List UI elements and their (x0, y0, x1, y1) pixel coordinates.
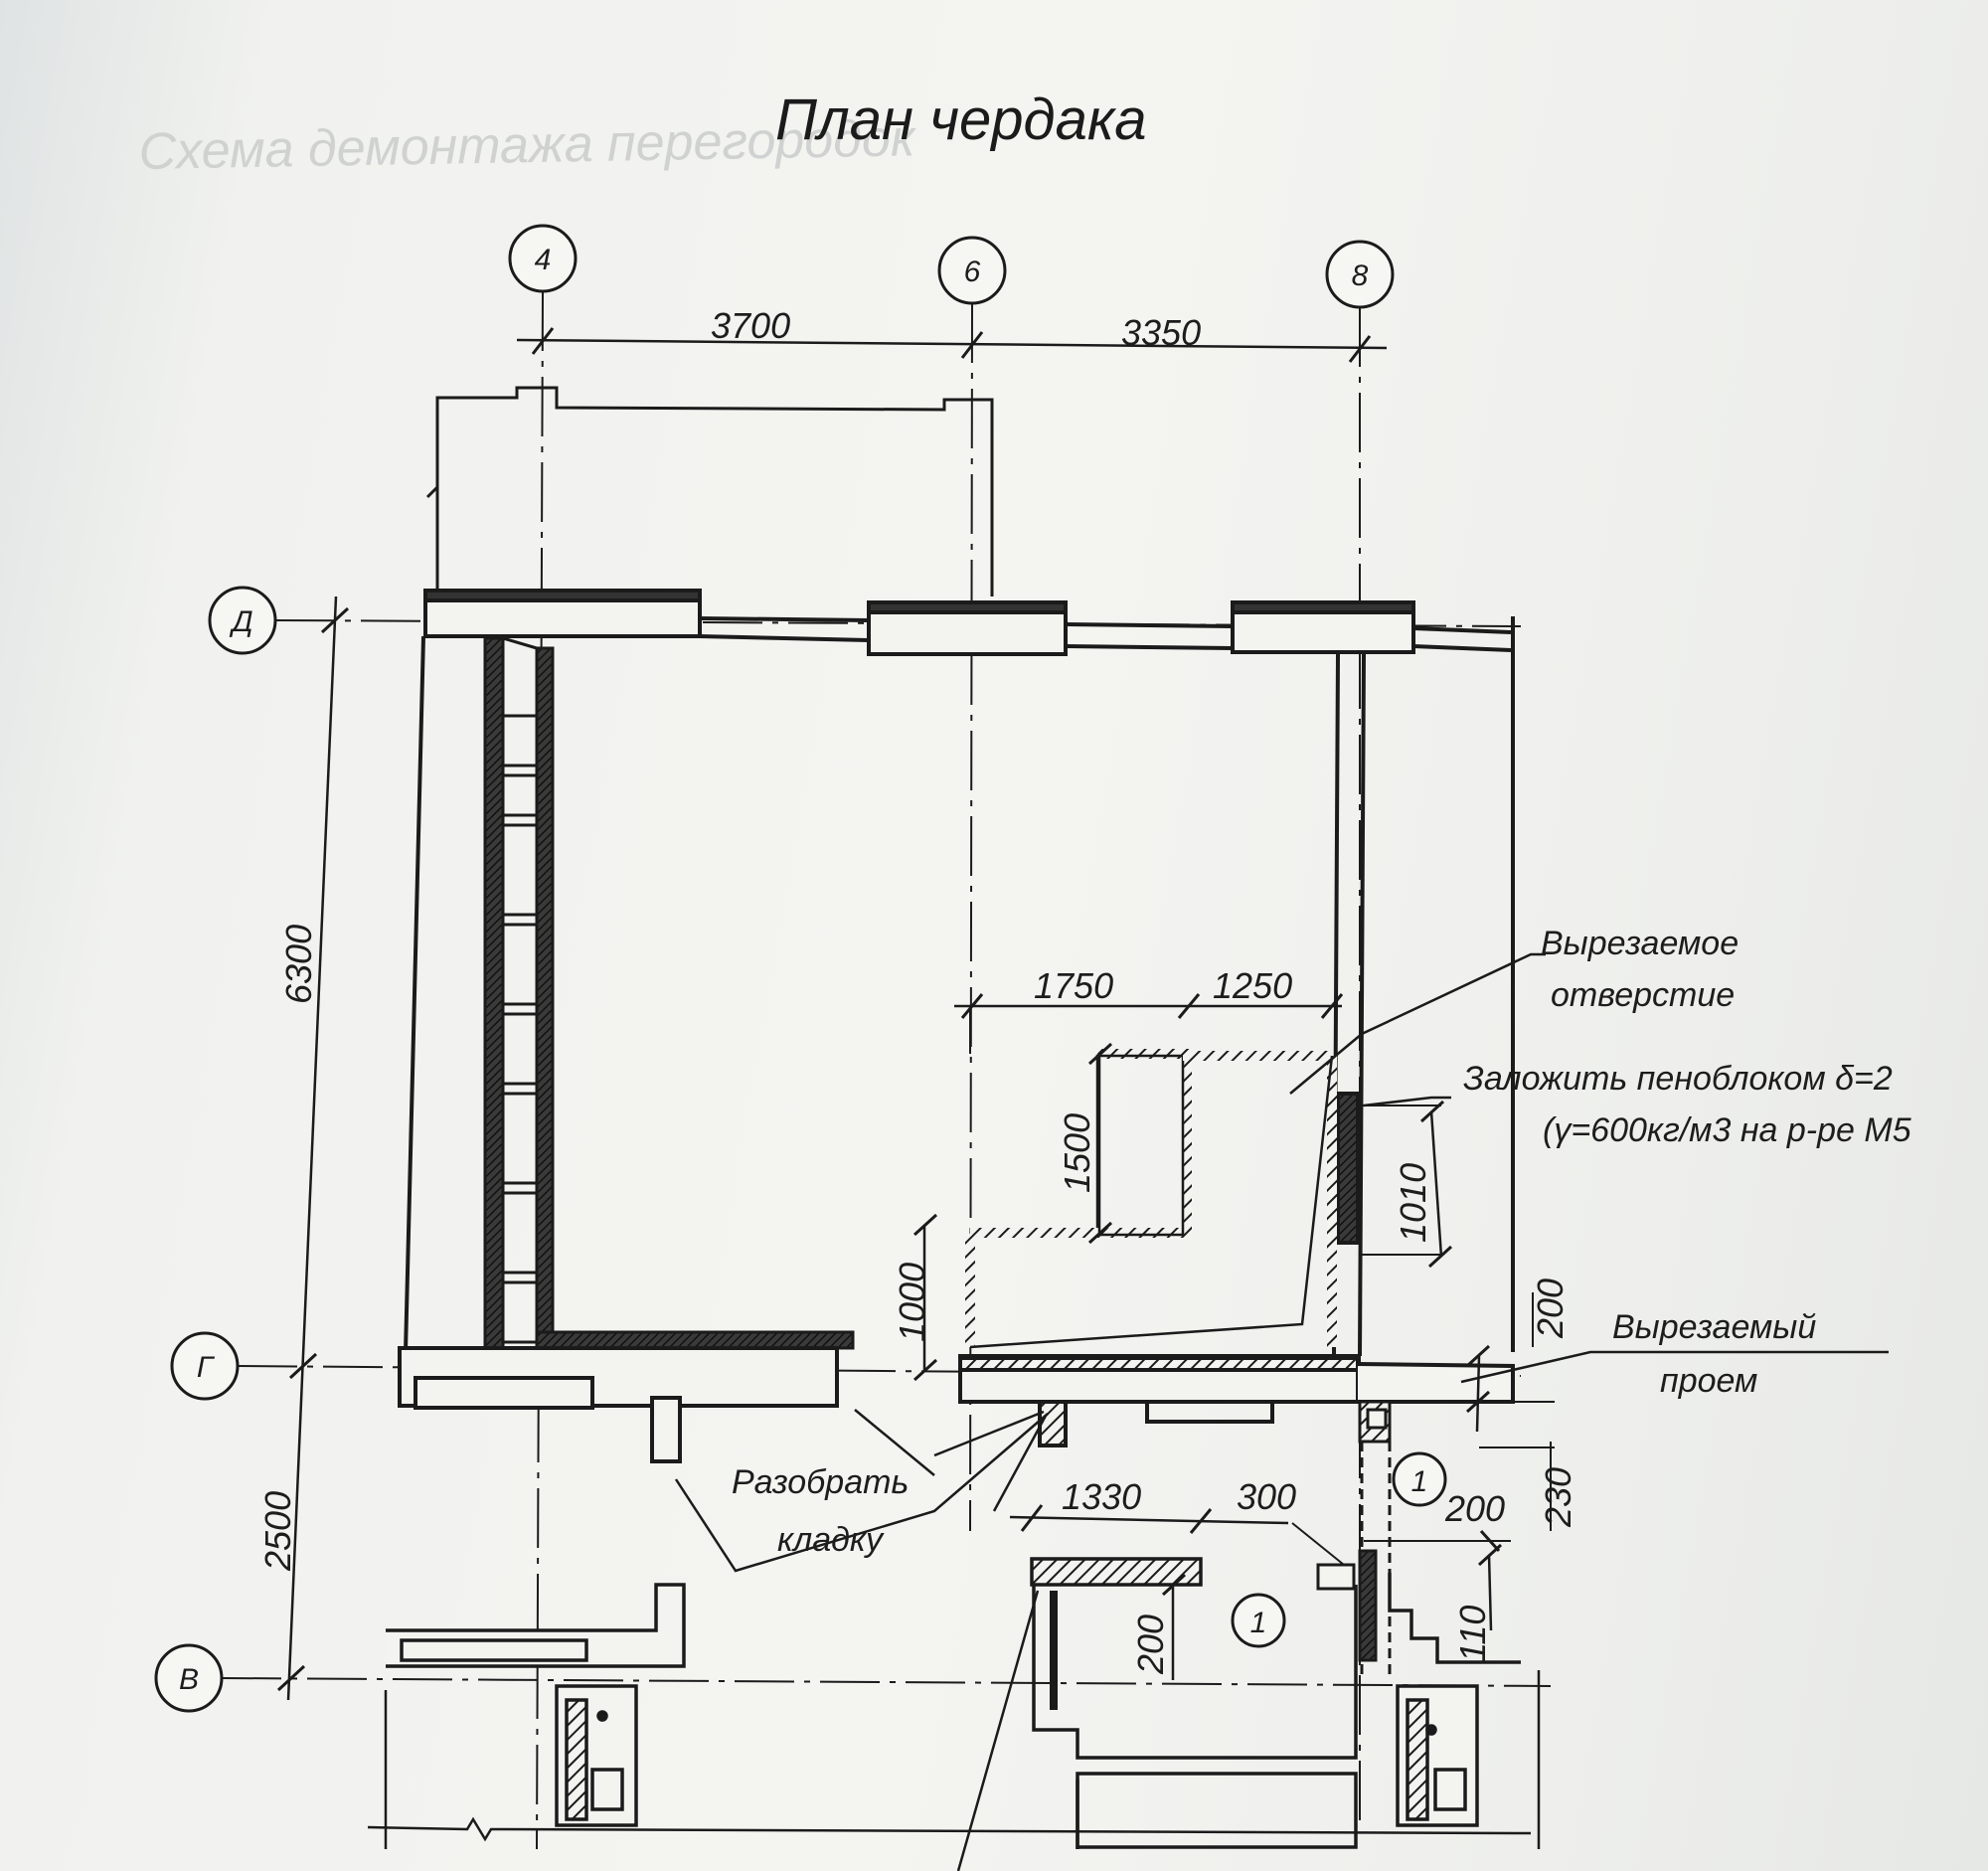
north-wing (425, 386, 994, 596)
svg-text:6: 6 (964, 255, 981, 288)
dimension-bottom: 1330 300 200 (1009, 1476, 1345, 1680)
dim-200-mid: 200 (1444, 1488, 1505, 1529)
note-fill-foam: Заложить пеноблоком δ=2 (γ=600кг/м3 на р… (1463, 1060, 1911, 1149)
dim-3350: 3350 (1121, 312, 1201, 353)
svg-text:1: 1 (1250, 1607, 1267, 1639)
axis-bubble-4: 4 (508, 224, 578, 293)
note-cut-doorway: Вырезаемый проем (1612, 1308, 1816, 1400)
axis-bubble-8: 8 (1325, 240, 1395, 309)
svg-text:4: 4 (535, 244, 552, 276)
dim-300: 300 (1237, 1476, 1296, 1517)
dim-200-upper: 200 (1530, 1278, 1571, 1339)
dimension-right: 1010 200 230 200 110 (1360, 1100, 1578, 1662)
ghost-text: Схема демонтажа перегородок (138, 109, 917, 181)
axis-bubble-d: Д (208, 586, 277, 655)
callout-1-lower: 1 (1231, 1593, 1286, 1648)
south-wing (367, 1557, 1541, 1849)
dim-110: 110 (1452, 1606, 1493, 1662)
svg-text:Разобрать: Разобрать (732, 1463, 909, 1501)
dim-1010: 1010 (1393, 1163, 1433, 1243)
svg-text:проем: проем (1660, 1362, 1757, 1400)
svg-text:отверстие: отверстие (1551, 976, 1735, 1014)
cut-opening (965, 1049, 1337, 1349)
svg-text:(γ=600кг/м3 на р-ре М5: (γ=600кг/м3 на р-ре М5 (1543, 1111, 1911, 1149)
svg-text:Г: Г (197, 1351, 216, 1384)
leader-lines (674, 952, 1889, 1871)
wall-g (398, 1346, 1515, 1463)
dim-200-lower: 200 (1130, 1615, 1171, 1675)
svg-text:Д: Д (229, 605, 252, 638)
vent-column (483, 636, 855, 1352)
dim-1250: 1250 (1213, 965, 1292, 1006)
dim-2500: 2500 (257, 1491, 298, 1572)
svg-text:Вырезаемое: Вырезаемое (1541, 925, 1739, 962)
dim-3700: 3700 (711, 305, 790, 346)
axis-bubble-6: 6 (937, 236, 1007, 305)
page-title: План чердака (775, 87, 1147, 152)
svg-text:1: 1 (1411, 1465, 1428, 1498)
dimension-top: 3700 3350 (516, 305, 1388, 363)
dim-1500: 1500 (1057, 1113, 1097, 1193)
dim-230: 230 (1538, 1467, 1578, 1528)
axis-bubble-v: В (154, 1643, 224, 1713)
dim-6300: 6300 (278, 925, 319, 1004)
axis-lines (221, 290, 1552, 1850)
svg-text:Заложить пеноблоком δ=2: Заложить пеноблоком δ=2 (1463, 1060, 1893, 1098)
svg-text:8: 8 (1352, 259, 1369, 292)
doorway-cut (1316, 1400, 1392, 1680)
svg-text:кладку: кладку (777, 1521, 885, 1559)
dim-1750: 1750 (1034, 965, 1113, 1006)
note-dismantle: Разобрать кладку (732, 1463, 909, 1559)
svg-text:Вырезаемый: Вырезаемый (1612, 1308, 1816, 1346)
walls (404, 589, 1515, 1353)
svg-text:В: В (179, 1663, 199, 1696)
dim-1330: 1330 (1062, 1476, 1141, 1517)
note-cut-opening: Вырезаемое отверстие (1541, 925, 1739, 1014)
callout-1-upper: 1 (1392, 1451, 1447, 1507)
dim-1000: 1000 (892, 1263, 932, 1342)
dimension-left: 6300 2500 (257, 595, 350, 1701)
dimension-opening: 1750 1250 1500 1000 (892, 965, 1344, 1382)
axis-bubble-g: Г (170, 1331, 240, 1401)
